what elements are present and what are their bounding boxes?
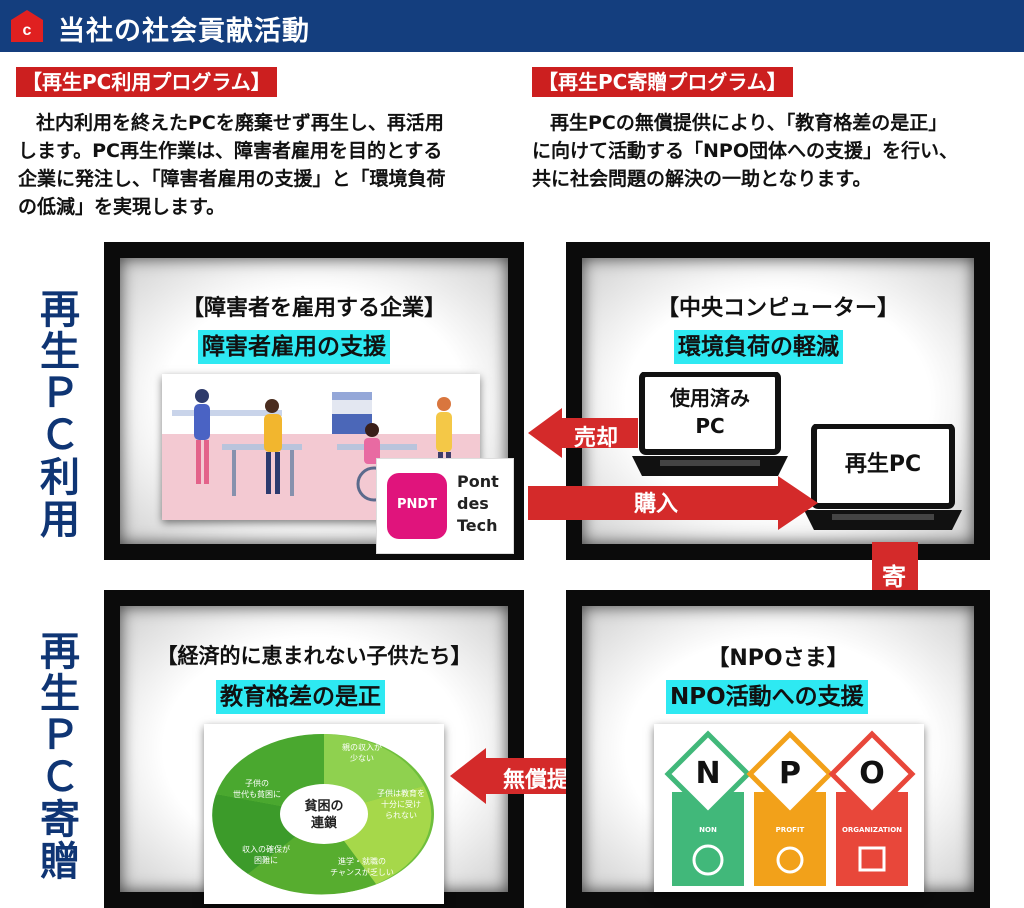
pndt-badge-icon: PNDT [387,473,447,539]
poverty-cycle-center-line: 連鎖 [310,816,337,831]
buy-arrow-label: 購入 [633,492,678,517]
npo-caption: NON [699,826,717,834]
cycle-segment-line: 子供は教育を [377,789,425,798]
program-donate-line: 再生PCの無償提供により、「教育格差の是正」 [550,112,948,134]
side-label-donate: 再生ＰＣ寄贈 [28,630,84,882]
npo-letter: O [859,756,885,791]
panel-children: 【経済的に恵まれない子供たち】 教育格差の是正 貧困の 連鎖 親の収入が 少ない [104,590,524,908]
pndt-word: des [457,494,489,513]
npo-letter: N [695,756,721,791]
recycled-laptop-label: 再生PC [844,452,922,477]
header-bar: c 当社の社会貢献活動 [0,0,1024,52]
panel-employer: 【障害者を雇用する企業】 障害者雇用の支援 [104,242,524,560]
cycle-segment: 子供の 世代も貧困に [222,778,292,800]
panel-employer-title: 【障害者を雇用する企業】 [181,296,446,321]
panel-npo-title: 【NPOさま】 [707,646,849,671]
panel-children-tag: 教育格差の是正 [216,680,385,714]
cycle-segment: 親の収入が 少ない [322,742,402,764]
program-use-line: 企業に発注し、「障害者雇用の支援」と「環境負荷 [18,168,446,190]
cycle-segment: 子供は教育を 十分に受け られない [366,788,436,821]
recycled-laptop-icon [804,424,962,530]
cycle-segment-line: られない [385,811,417,820]
cycle-segment-line: 進学・就職の [338,857,386,866]
panel-children-title: 【経済的に恵まれない子供たち】 [156,644,472,668]
npo-letter: P [779,756,801,791]
side-label-use-text: 再生ＰＣ利用 [33,288,79,540]
panel-npo-tag: NPO活動への支援 [666,680,868,714]
poverty-cycle-center: 貧困の 連鎖 [284,798,364,832]
poverty-cycle-diagram: 貧困の 連鎖 親の収入が 少ない 子供は教育を 十分に受け られない 進学・就職… [204,724,444,904]
cycle-segment-line: 親の収入が [342,743,382,752]
used-laptop-icon [632,372,788,476]
program-use-line: します。PC再生作業は、障害者雇用を目的とする [18,140,443,162]
program-donate-line: に向けて活動する「NPO団体への支援」を行い、 [532,140,958,162]
side-label-use: 再生ＰＣ利用 [28,288,84,540]
panel-employer-tag: 障害者雇用の支援 [198,330,390,364]
pndt-wordmark: Pont des Tech [457,471,499,537]
used-laptop-line: PC [695,414,725,438]
cycle-segment-line: チャンスが乏しい [330,868,394,877]
program-donate-text: 再生PCの無償提供により、「教育格差の是正」 に向けて活動する「NPO団体への支… [532,109,1012,193]
cycle-segment-line: 十分に受け [381,800,421,809]
program-use-line: の低減」を実現します。 [18,196,226,218]
donate-arrow-char: 寄 [882,563,906,591]
poverty-cycle-ring-icon [204,724,444,904]
panel-npo: 【NPOさま】 NPO活動への支援 N P O NON PROFIT ORGAN… [566,590,990,908]
panel-central-tag: 環境負荷の軽減 [674,330,843,364]
svg-text:c: c [23,22,32,39]
cycle-segment-line: 困難に [254,856,278,865]
npo-caption: ORGANIZATION [841,826,903,834]
pndt-word: Tech [457,516,498,535]
page-title: 当社の社会貢献活動 [58,16,310,47]
sell-arrow-icon [528,408,638,458]
cycle-segment-line: 世代も貧困に [233,790,281,799]
program-use-line: 社内利用を終えたPCを廃棄せず再生し、再活用 [36,112,444,134]
program-donate-line: 共に社会問題の解決の一助となります。 [532,168,872,190]
cycle-segment-line: 収入の確保が [242,845,290,854]
used-laptop-line: 使用済み [670,386,750,410]
side-label-donate-text: 再生ＰＣ寄贈 [33,630,79,882]
program-use-title: 【再生PC利用プログラム】 [16,67,277,97]
c-pentagon-logo-icon: c [11,10,43,42]
cycle-segment-line: 子供の [245,779,269,788]
npo-letters-icon [654,724,924,892]
npo-logo: N P O NON PROFIT ORGANIZATION [654,724,924,892]
pndt-badge-text: PNDT [396,497,438,512]
program-donate-title: 【再生PC寄贈プログラム】 [532,67,793,97]
npo-caption: PROFIT [775,826,805,834]
program-use-text: 社内利用を終えたPCを廃棄せず再生し、再活用 します。PC再生作業は、障害者雇用… [18,109,508,221]
cycle-segment-line: 少ない [350,754,374,763]
buy-arrow-icon [528,476,818,530]
cycle-segment: 進学・就職の チャンスが乏しい [322,856,402,878]
pndt-logo: PNDT Pont des Tech [376,458,514,554]
panel-central-title: 【中央コンピューター】 [656,296,899,321]
cycle-segment: 収入の確保が 困難に [228,844,304,866]
sell-arrow-label: 売却 [573,426,618,451]
used-laptop-label: 使用済み PC [646,384,774,440]
poverty-cycle-center-line: 貧困の [304,799,344,814]
pndt-word: Pont [457,472,499,491]
